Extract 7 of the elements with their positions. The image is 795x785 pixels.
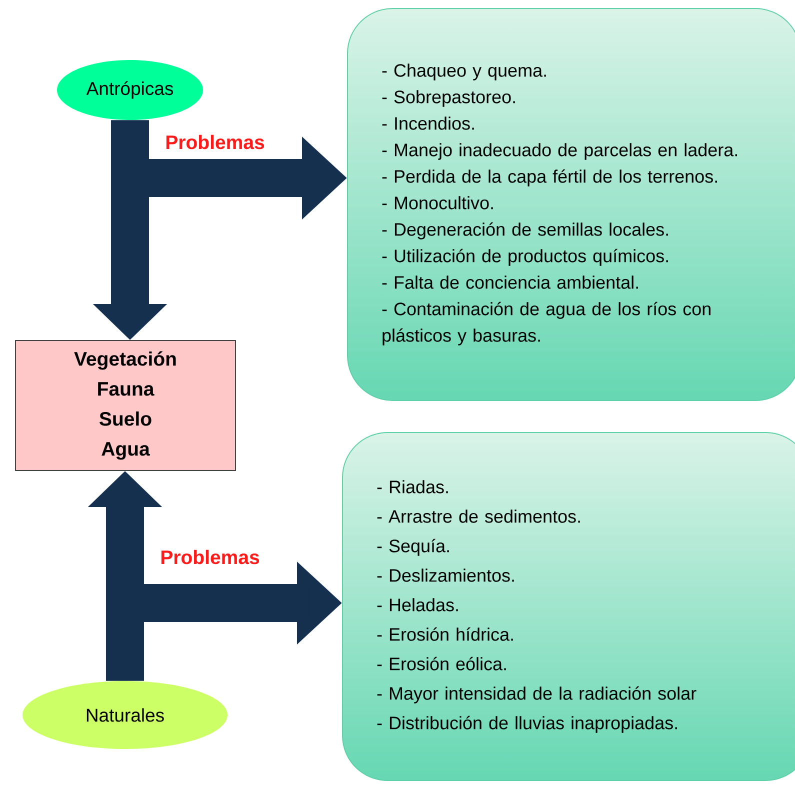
edge-label: Problemas (166, 134, 264, 150)
list-box: - Chaqueo y quema. - Sobrepastoreo. - Incendios. - Manejo inadecuado de parcelas en ladera. - Perdida de la capa fértil de los terrenos. - Monocultivo. - Degeneración de semillas locales. - Utilización de productos químicos. - Falta de conciencia ambiental. - Contaminación de agua de los ríos con plásticos y basuras. (347, 8, 795, 401)
edge-label: Problemas (161, 550, 260, 564)
ellipse-node: Antrópicas (57, 60, 203, 120)
ellipse-node: Naturales (22, 681, 228, 749)
resource-box: Vegetación Fauna Suelo Agua (15, 340, 236, 471)
list-box: - Riadas. - Arrastre de sedimentos. - Sequía. - Deslizamientos. - Heladas. - Erosión hídrica. - Erosión eólica. - Mayor intensidad de la radiación solar - Distribución de lluvias inapropiadas. (342, 432, 795, 781)
